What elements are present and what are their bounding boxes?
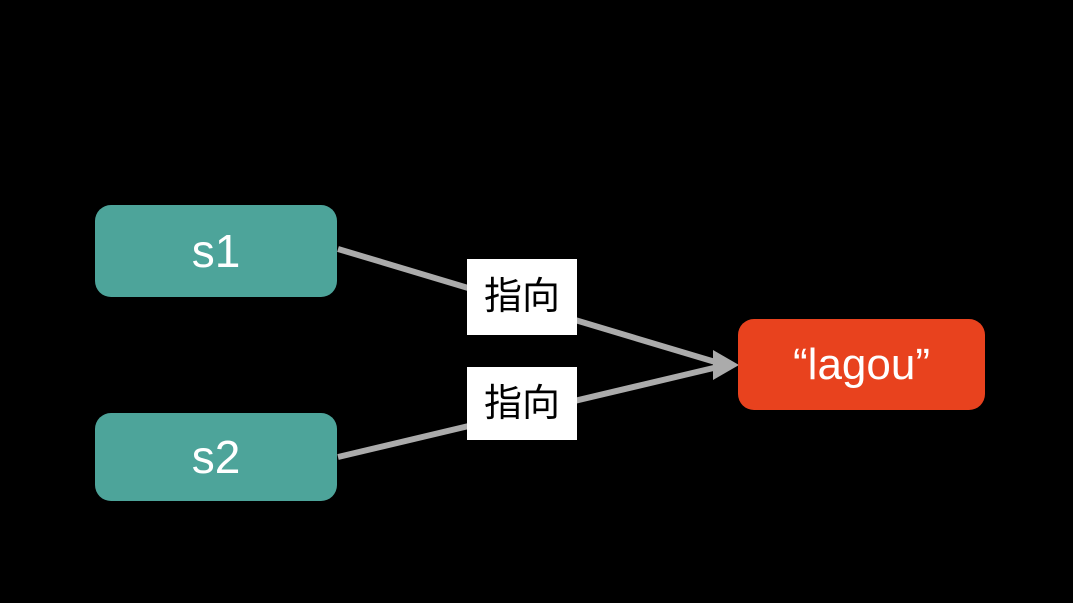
node-s1[interactable]: s1 bbox=[95, 205, 337, 297]
edge-label-pointer-1: 指向 bbox=[467, 259, 577, 335]
node-s2-label: s2 bbox=[191, 431, 241, 483]
edge-label-pointer-2: 指向 bbox=[467, 367, 577, 440]
arrowhead-icon bbox=[713, 350, 739, 380]
node-lagou[interactable]: “lagou” bbox=[738, 319, 985, 410]
node-lagou-label: “lagou” bbox=[793, 339, 930, 389]
node-s2[interactable]: s2 bbox=[95, 413, 337, 501]
node-s1-label: s1 bbox=[191, 225, 241, 277]
